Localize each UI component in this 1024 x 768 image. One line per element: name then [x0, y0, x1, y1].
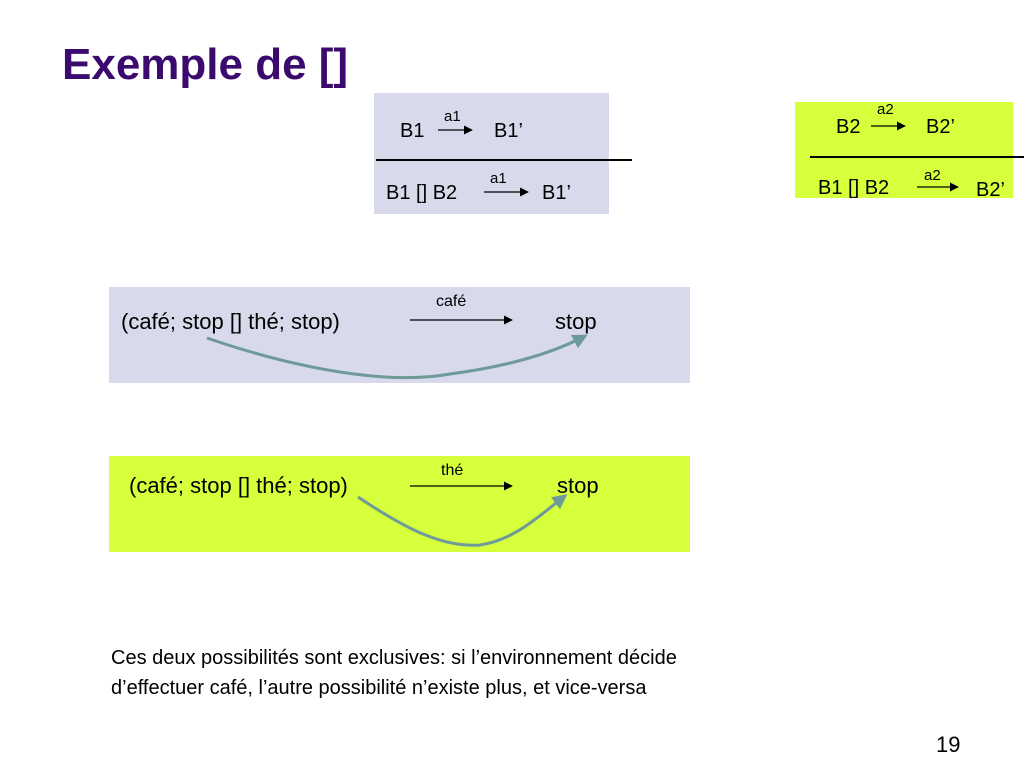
rule-a2-premise-left: B2 — [836, 116, 861, 138]
example-the-action: thé — [441, 462, 464, 479]
note-line-1: Ces deux possibilités sont exclusives: s… — [111, 647, 677, 669]
page-number: 19 — [936, 732, 961, 757]
rule-a2-box — [795, 102, 1013, 198]
rule-a1-conclusion-action: a1 — [490, 170, 507, 187]
rule-a2-conclusion-action: a2 — [924, 167, 941, 184]
note-text: Ces deux possibilités sont exclusives: s… — [111, 643, 871, 703]
rule-a1-box — [374, 93, 609, 214]
example-cafe-action: café — [436, 293, 467, 310]
example-cafe-expression: (café; stop [] thé; stop) — [121, 309, 340, 334]
slide-title: Exemple de [] — [62, 40, 349, 89]
rule-a1-premise-right: B1’ — [494, 120, 523, 142]
example-cafe-curve — [206, 334, 588, 380]
rule-a1-inference-line — [376, 159, 632, 161]
example-the-expression: (café; stop [] thé; stop) — [129, 473, 348, 498]
rule-a2-premise-right: B2’ — [926, 116, 955, 138]
rule-a1-premise-left: B1 — [400, 120, 425, 142]
example-the-curve — [357, 494, 568, 547]
example-the-result: stop — [557, 473, 599, 498]
rule-a2-conclusion-right: B2’ — [976, 179, 1005, 201]
rule-a2-conclusion-left: B1 [] B2 — [818, 177, 890, 199]
rule-a2-premise-action: a2 — [877, 101, 894, 118]
rule-a2-inference-line — [810, 156, 1024, 158]
rule-a1-conclusion-right: B1’ — [542, 182, 571, 204]
example-cafe-box — [109, 287, 690, 383]
rule-a1-conclusion-left: B1 [] B2 — [386, 182, 458, 204]
rule-a1-premise-action: a1 — [444, 108, 461, 125]
example-the-box — [109, 456, 690, 552]
note-line-2: d’effectuer café, l’autre possibilité n’… — [111, 677, 647, 699]
example-cafe-result: stop — [555, 309, 597, 334]
